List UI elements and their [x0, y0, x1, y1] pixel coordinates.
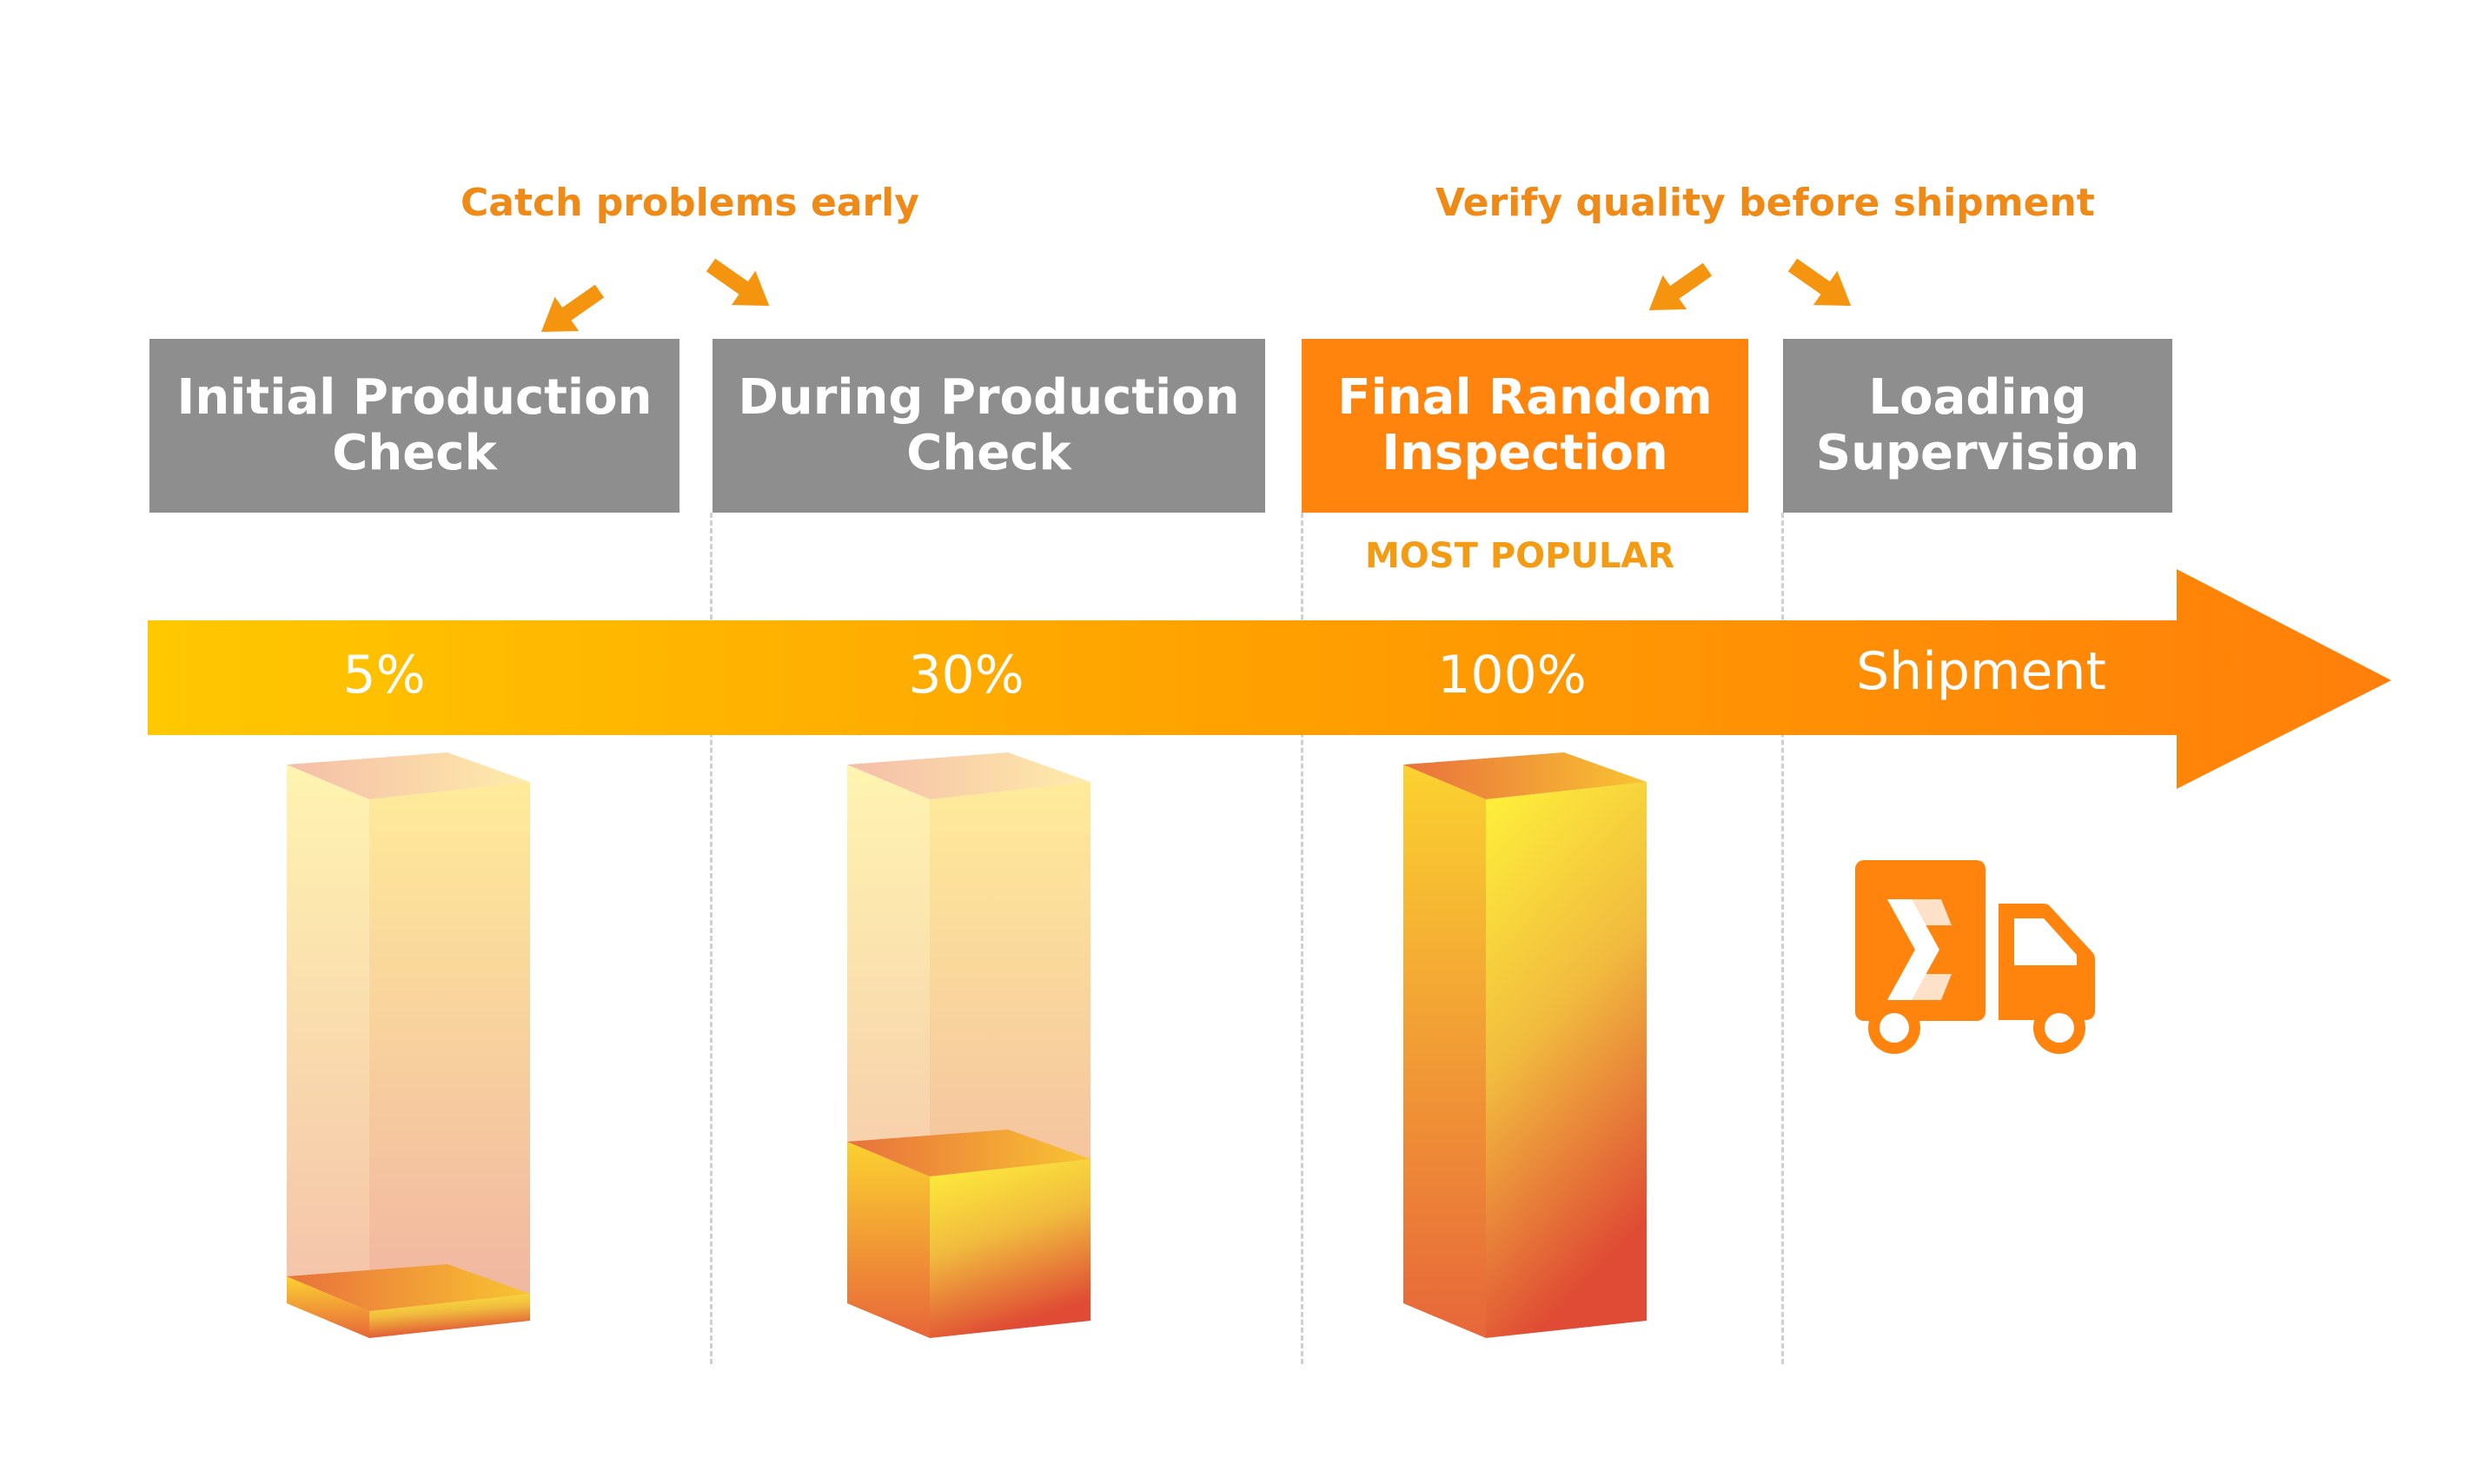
bar-ghost-0-top	[287, 752, 530, 799]
separator	[710, 513, 713, 1364]
percent-label-final: 100%	[1437, 645, 1587, 706]
shipment-label: Shipment	[1856, 641, 2106, 702]
percent-label-during: 30%	[908, 645, 1024, 706]
bar-2-front	[1403, 765, 1486, 1338]
callout-catch-problems: Catch problems early	[461, 181, 919, 225]
arrow-icon	[1787, 258, 1852, 307]
callout-arrows	[540, 258, 1852, 333]
most-popular-badge: MOST POPULAR	[1365, 536, 1675, 576]
percent-label-initial: 5%	[342, 645, 426, 706]
bar-2-top	[1403, 752, 1647, 799]
bar-0-front	[287, 1276, 369, 1338]
callout-verify-quality: Verify quality before shipment	[1435, 181, 2095, 225]
stage-final-random-inspection: Final Random Inspection	[1302, 339, 1748, 513]
bar-0-top	[287, 1264, 530, 1311]
bar-ghost-1-top	[847, 752, 1090, 799]
bar-1-top	[847, 1130, 1090, 1176]
separator	[1301, 513, 1303, 1364]
bar-ghost-0-side	[369, 782, 530, 1338]
arrow-icon	[706, 258, 770, 307]
stage-during-production-check: During Production Check	[713, 339, 1265, 513]
arrow-icon	[1648, 262, 1713, 311]
stage-loading-supervision: Loading Supervision	[1783, 339, 2172, 513]
separator	[1781, 513, 1784, 1364]
bar-1-side	[930, 1159, 1090, 1338]
arrow-icon	[540, 284, 605, 333]
stage-initial-production-check: Initial Production Check	[149, 339, 679, 513]
bar-0-side	[369, 1294, 530, 1338]
bar-ghost-0-front	[287, 765, 369, 1338]
delivery-truck-icon	[1855, 860, 2096, 1054]
bar-2-side	[1486, 782, 1647, 1338]
bar-1-front	[847, 1142, 930, 1338]
timeline-arrow	[148, 569, 2391, 789]
